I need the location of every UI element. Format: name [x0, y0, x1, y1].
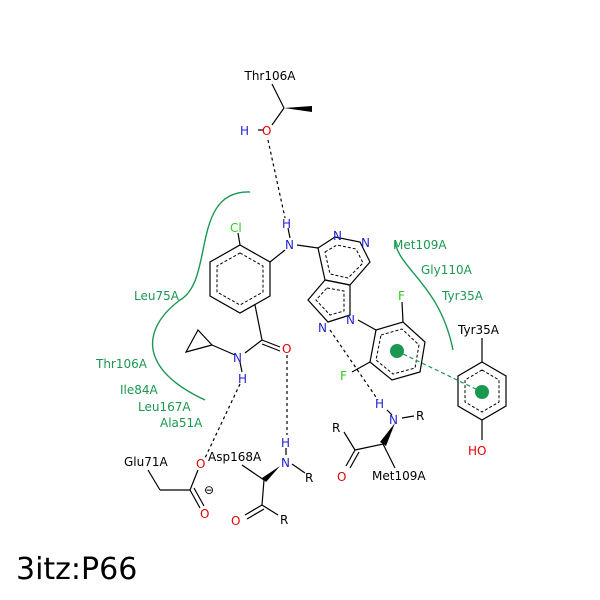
- atom-o-met: O: [337, 470, 346, 484]
- hydrophobic-label-leu167: Leu167A: [138, 400, 191, 414]
- hydrophobic-arc-left: [151, 191, 251, 401]
- atom-n-pyrazole-1: N: [318, 321, 327, 335]
- glu-charge: ⊖: [204, 483, 214, 497]
- atom-o-thr: O: [262, 124, 271, 138]
- thr-wedge: [284, 106, 312, 112]
- asp-c-o-1: [244, 504, 263, 516]
- hbond-glu-nh: [204, 383, 241, 459]
- atom-r-met-n: R: [416, 409, 424, 423]
- residue-label-tyr35: Tyr35A: [457, 323, 500, 337]
- atom-n-pyrazole-2: N: [346, 313, 355, 327]
- hydrophobic-label-ala51: Ala51A: [160, 416, 203, 430]
- atom-ho-tyr: HO: [468, 444, 486, 458]
- amide-nh: [239, 361, 243, 373]
- hydrophobic-label-met109: Met109A: [393, 238, 447, 252]
- residue-label-asp168: Asp168A: [208, 450, 262, 464]
- asp-c-r: [261, 504, 279, 516]
- asp-ca-c: [261, 479, 265, 506]
- met-n-h: [386, 409, 393, 416]
- amide-n-cp: [211, 344, 236, 356]
- met-n-r: [401, 415, 415, 419]
- thr-bond-2: [271, 107, 285, 126]
- asp-wedge: [262, 466, 280, 482]
- atom-o-asp: O: [231, 514, 240, 528]
- atom-f-top: F: [398, 289, 405, 303]
- residue-label-met109: Met109A: [372, 469, 426, 483]
- residue-label-glu71: Glu71A: [124, 455, 169, 469]
- chlorophenyl-ring: [209, 244, 271, 314]
- atom-h-linker: H: [282, 217, 291, 231]
- met-ca-c: [354, 443, 384, 451]
- chlorophenyl-ring-inner: [216, 252, 264, 306]
- amide-co-2: [261, 343, 281, 352]
- met-c-o-1: [345, 449, 356, 467]
- atom-r-met-c: R: [332, 421, 340, 435]
- atom-n-linker: N: [285, 238, 294, 252]
- atom-f-bottom: F: [340, 369, 347, 383]
- atom-o-glu-2: O: [200, 507, 209, 521]
- difluorophenyl-inner: [375, 328, 420, 375]
- ligand-caption: 3itz:P66: [16, 552, 138, 587]
- pyrazole-ring: [307, 279, 351, 323]
- atom-h-asp: H: [281, 436, 290, 450]
- amide-cn: [244, 339, 263, 354]
- core-to-aryl: [357, 319, 377, 331]
- tyr-ring-inner: [464, 369, 500, 413]
- atom-o-glu-1: O: [196, 457, 205, 471]
- atom-n-pyridazine-2: N: [361, 236, 370, 250]
- pyrazole-inner: [315, 287, 345, 316]
- hydrophobic-label-ile84: Ile84A: [120, 383, 159, 397]
- nh-h-bond: [287, 227, 291, 239]
- amide-co-1: [261, 339, 281, 348]
- cyclopropyl: [184, 328, 214, 353]
- f-bond-top: [401, 301, 404, 323]
- f-bond-bottom: [351, 361, 371, 373]
- atom-n-amide: N: [233, 351, 242, 365]
- glu-c-o2a: [189, 489, 201, 509]
- glu-c-o2b: [193, 487, 205, 507]
- pi-stacking-line: [396, 350, 483, 393]
- atom-r-asp-c: R: [280, 513, 288, 527]
- cl-bond: [237, 232, 241, 246]
- atom-h-amide: H: [238, 372, 247, 386]
- atom-cl: Cl: [230, 221, 242, 235]
- nh-to-core: [296, 244, 319, 249]
- asp-n-r: [291, 463, 306, 474]
- ring-to-nh: [269, 249, 286, 263]
- atom-r-asp-n: R: [305, 471, 313, 485]
- met-c-o-2: [349, 451, 360, 469]
- hydrophobic-label-leu75: Leu75A: [134, 289, 180, 303]
- residue-label-thr106-top: Thr106A: [244, 69, 297, 83]
- hydrophobic-label-thr106: Thr106A: [95, 357, 148, 371]
- asp-c-o-2: [246, 508, 265, 520]
- atom-h-thr: H: [240, 124, 249, 138]
- atom-h-met: H: [375, 397, 384, 411]
- met-wedge: [380, 423, 395, 446]
- ring-to-amide: [254, 304, 263, 341]
- atom-n-asp: N: [281, 456, 290, 470]
- thr-bond-1: [271, 83, 285, 109]
- atom-n-met: N: [389, 413, 398, 427]
- met-c-r: [343, 431, 356, 451]
- atom-n-pyridazine-1: N: [333, 229, 342, 243]
- pyridazine-inner: [324, 244, 364, 279]
- asp-ca-sc: [241, 464, 265, 481]
- glu-c-o1: [189, 469, 199, 491]
- hydrophobic-label-tyr35: Tyr35A: [441, 289, 484, 303]
- met-ca-sc: [382, 443, 396, 469]
- atom-o-amide: O: [282, 342, 291, 356]
- glu-bond-1: [147, 469, 161, 491]
- hydrophobic-arc-right: [394, 241, 454, 351]
- hbond-met-n: [329, 329, 379, 401]
- hydrophobic-label-gly110: Gly110A: [421, 263, 473, 277]
- hbond-thr-nh: [267, 139, 286, 219]
